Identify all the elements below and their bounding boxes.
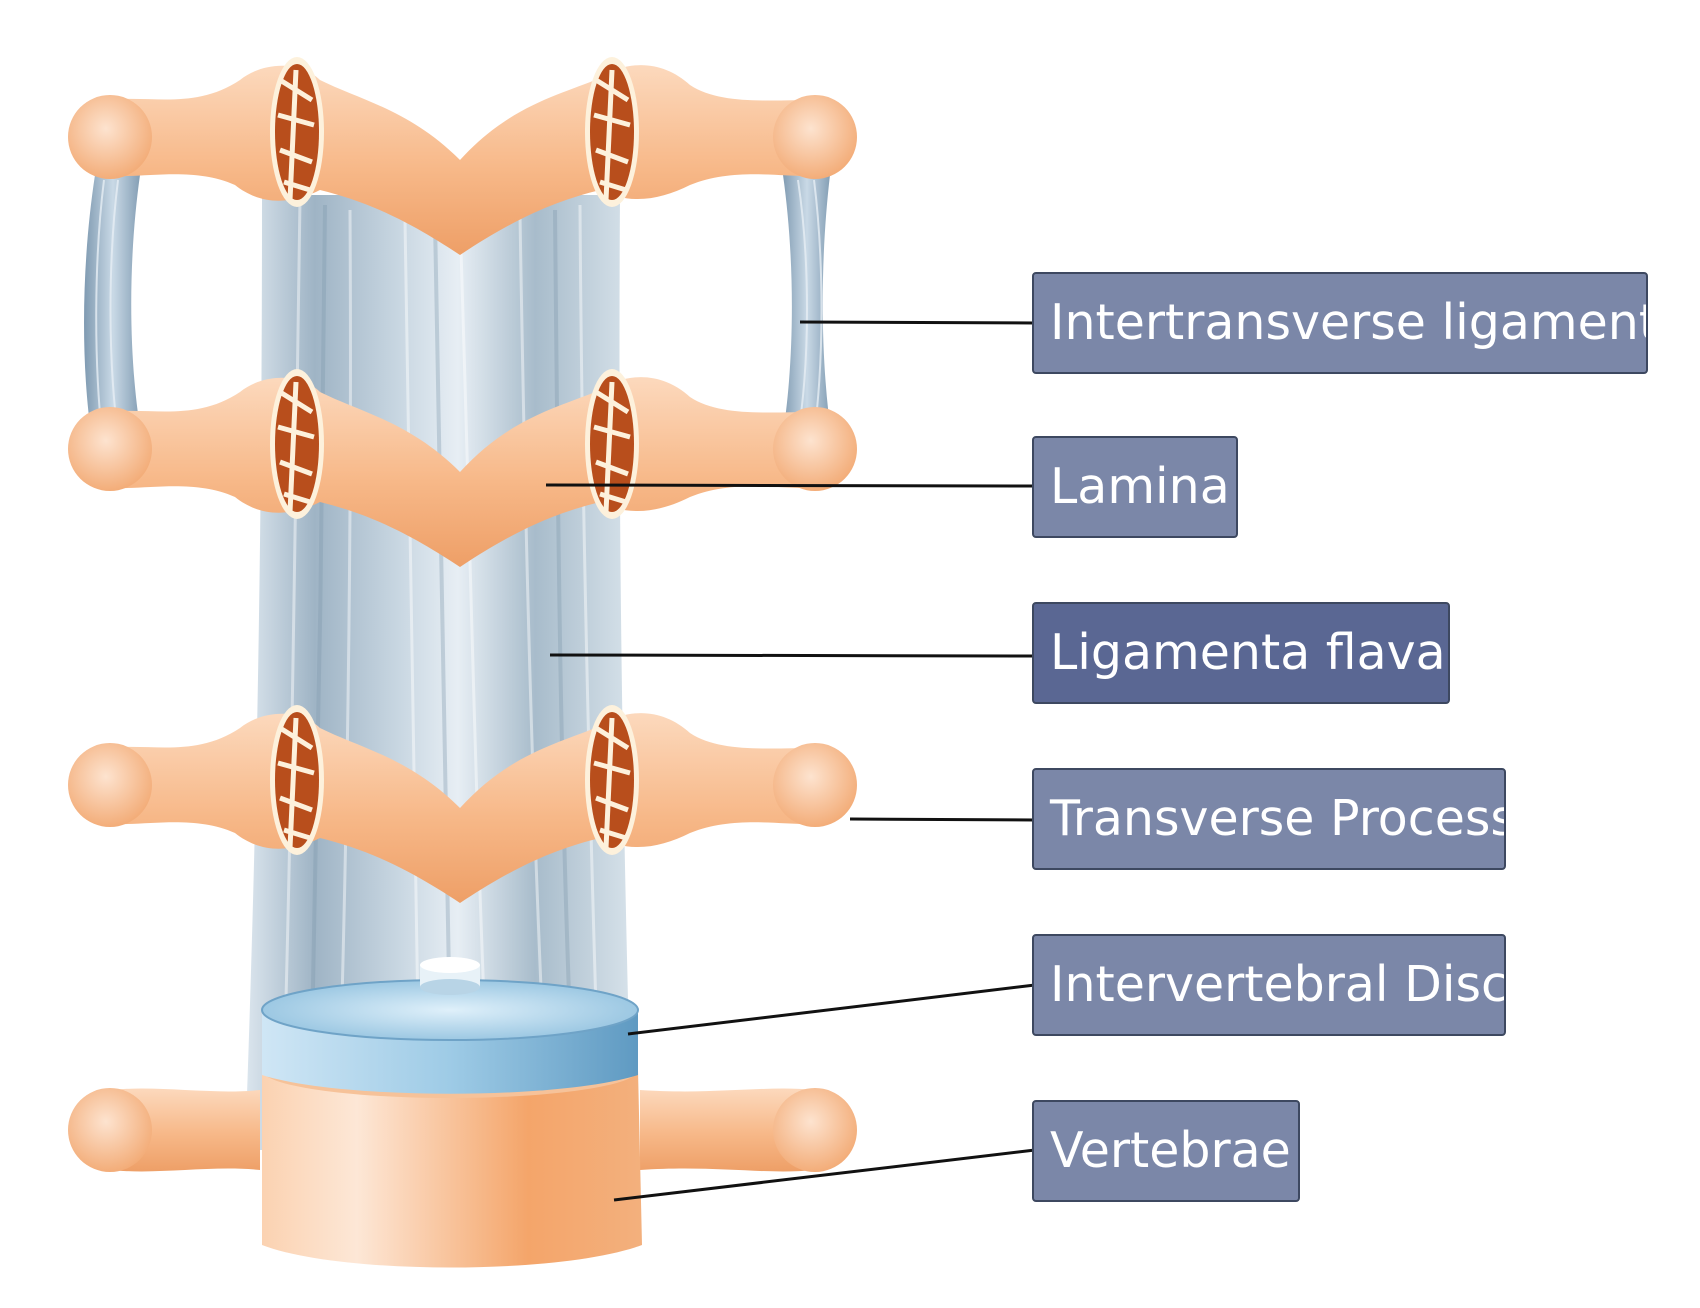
cancellous-bone-left (270, 57, 324, 207)
label-intervertebral-disc: Intervertebral Disc (1032, 934, 1506, 1036)
leader-lines (545, 320, 1036, 1202)
leader-line-intertransverse-ligament (799, 320, 1036, 325)
leader-line-transverse-process (849, 817, 1036, 822)
cancellous-bone-right (585, 57, 639, 207)
intertransverse-ligament-left (84, 175, 142, 440)
label-ligamenta-flava: Ligamenta flava (1032, 602, 1450, 704)
vertebral-body (262, 1070, 642, 1268)
label-transverse-process: Transverse Process (1032, 768, 1506, 870)
label-vertebrae: Vertebrae (1032, 1100, 1300, 1202)
leader-line-ligamenta-flava (549, 653, 1036, 658)
vertebra-transverse-processes-bottom (68, 1088, 857, 1172)
leader-line-vertebrae (613, 1148, 1036, 1202)
intervertebral-disc (261, 957, 639, 1094)
leader-line-lamina (545, 483, 1036, 488)
leader-line-intervertebral-disc (627, 983, 1036, 1036)
label-intertransverse-ligament: Intertransverse ligament (1032, 272, 1648, 374)
vertebra-arch-1 (68, 57, 857, 255)
label-lamina: Lamina (1032, 436, 1238, 538)
